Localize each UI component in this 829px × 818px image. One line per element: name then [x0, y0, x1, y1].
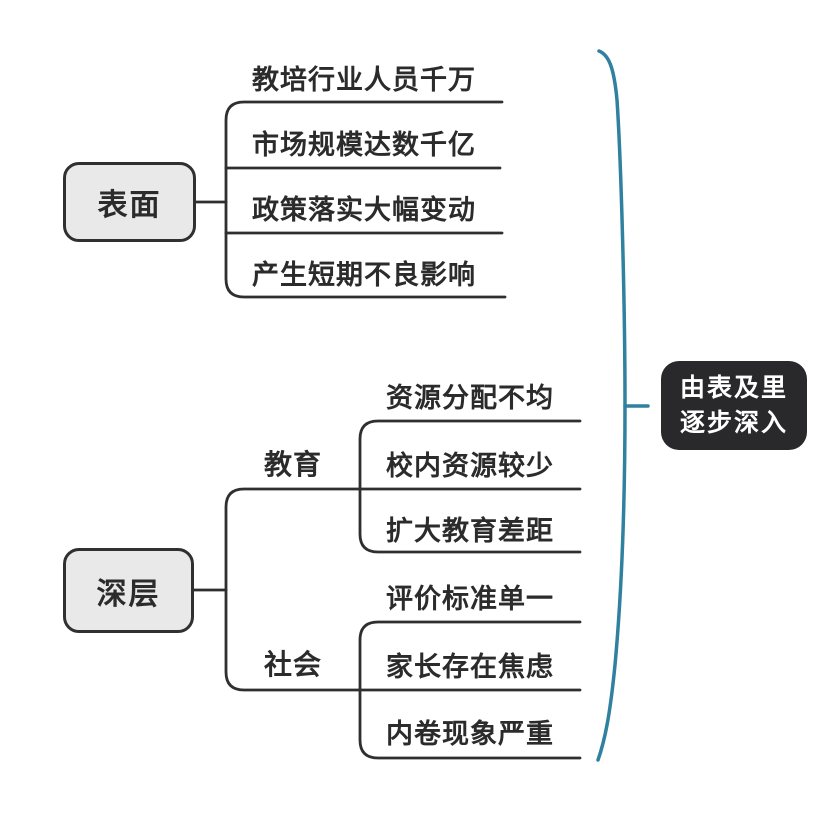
- node-surface: 表面: [63, 162, 196, 242]
- leaf-education-2: 校内资源较少: [386, 450, 554, 481]
- summary-line-1: 由表及里: [679, 373, 788, 402]
- leaf-surface-3: 政策落实大幅变动: [252, 194, 476, 225]
- leaf-surface-2: 市场规模达数千亿: [252, 129, 476, 160]
- leaf-education-1: 资源分配不均: [386, 382, 554, 413]
- leaf-society-3: 内卷现象严重: [386, 718, 554, 749]
- deep-trunk-line: [224, 487, 582, 692]
- society-subtrunk-line: [358, 620, 582, 760]
- leaf-society-2: 家长存在焦虑: [386, 651, 554, 682]
- surface-branch-lines: [194, 100, 507, 299]
- leaf-surface-4: 产生短期不良影响: [252, 259, 476, 290]
- deep-branch-lines: [192, 419, 582, 760]
- summary-line-2: 逐步深入: [679, 408, 788, 437]
- subgroup-education: 教育: [263, 449, 322, 480]
- leaf-society-1: 评价标准单一: [386, 583, 554, 614]
- summary-brace: [596, 49, 650, 762]
- leaf-surface-1: 教培行业人员千万: [252, 64, 476, 95]
- summary-box: 由表及里 逐步深入: [661, 361, 807, 450]
- education-subtrunk-line: [358, 419, 582, 554]
- leaf-education-3: 扩大教育差距: [386, 515, 554, 546]
- node-deep: 深层: [63, 548, 194, 633]
- brace-curve: [596, 49, 627, 762]
- surface-trunk-line: [224, 100, 507, 299]
- subgroup-society: 社会: [263, 649, 322, 680]
